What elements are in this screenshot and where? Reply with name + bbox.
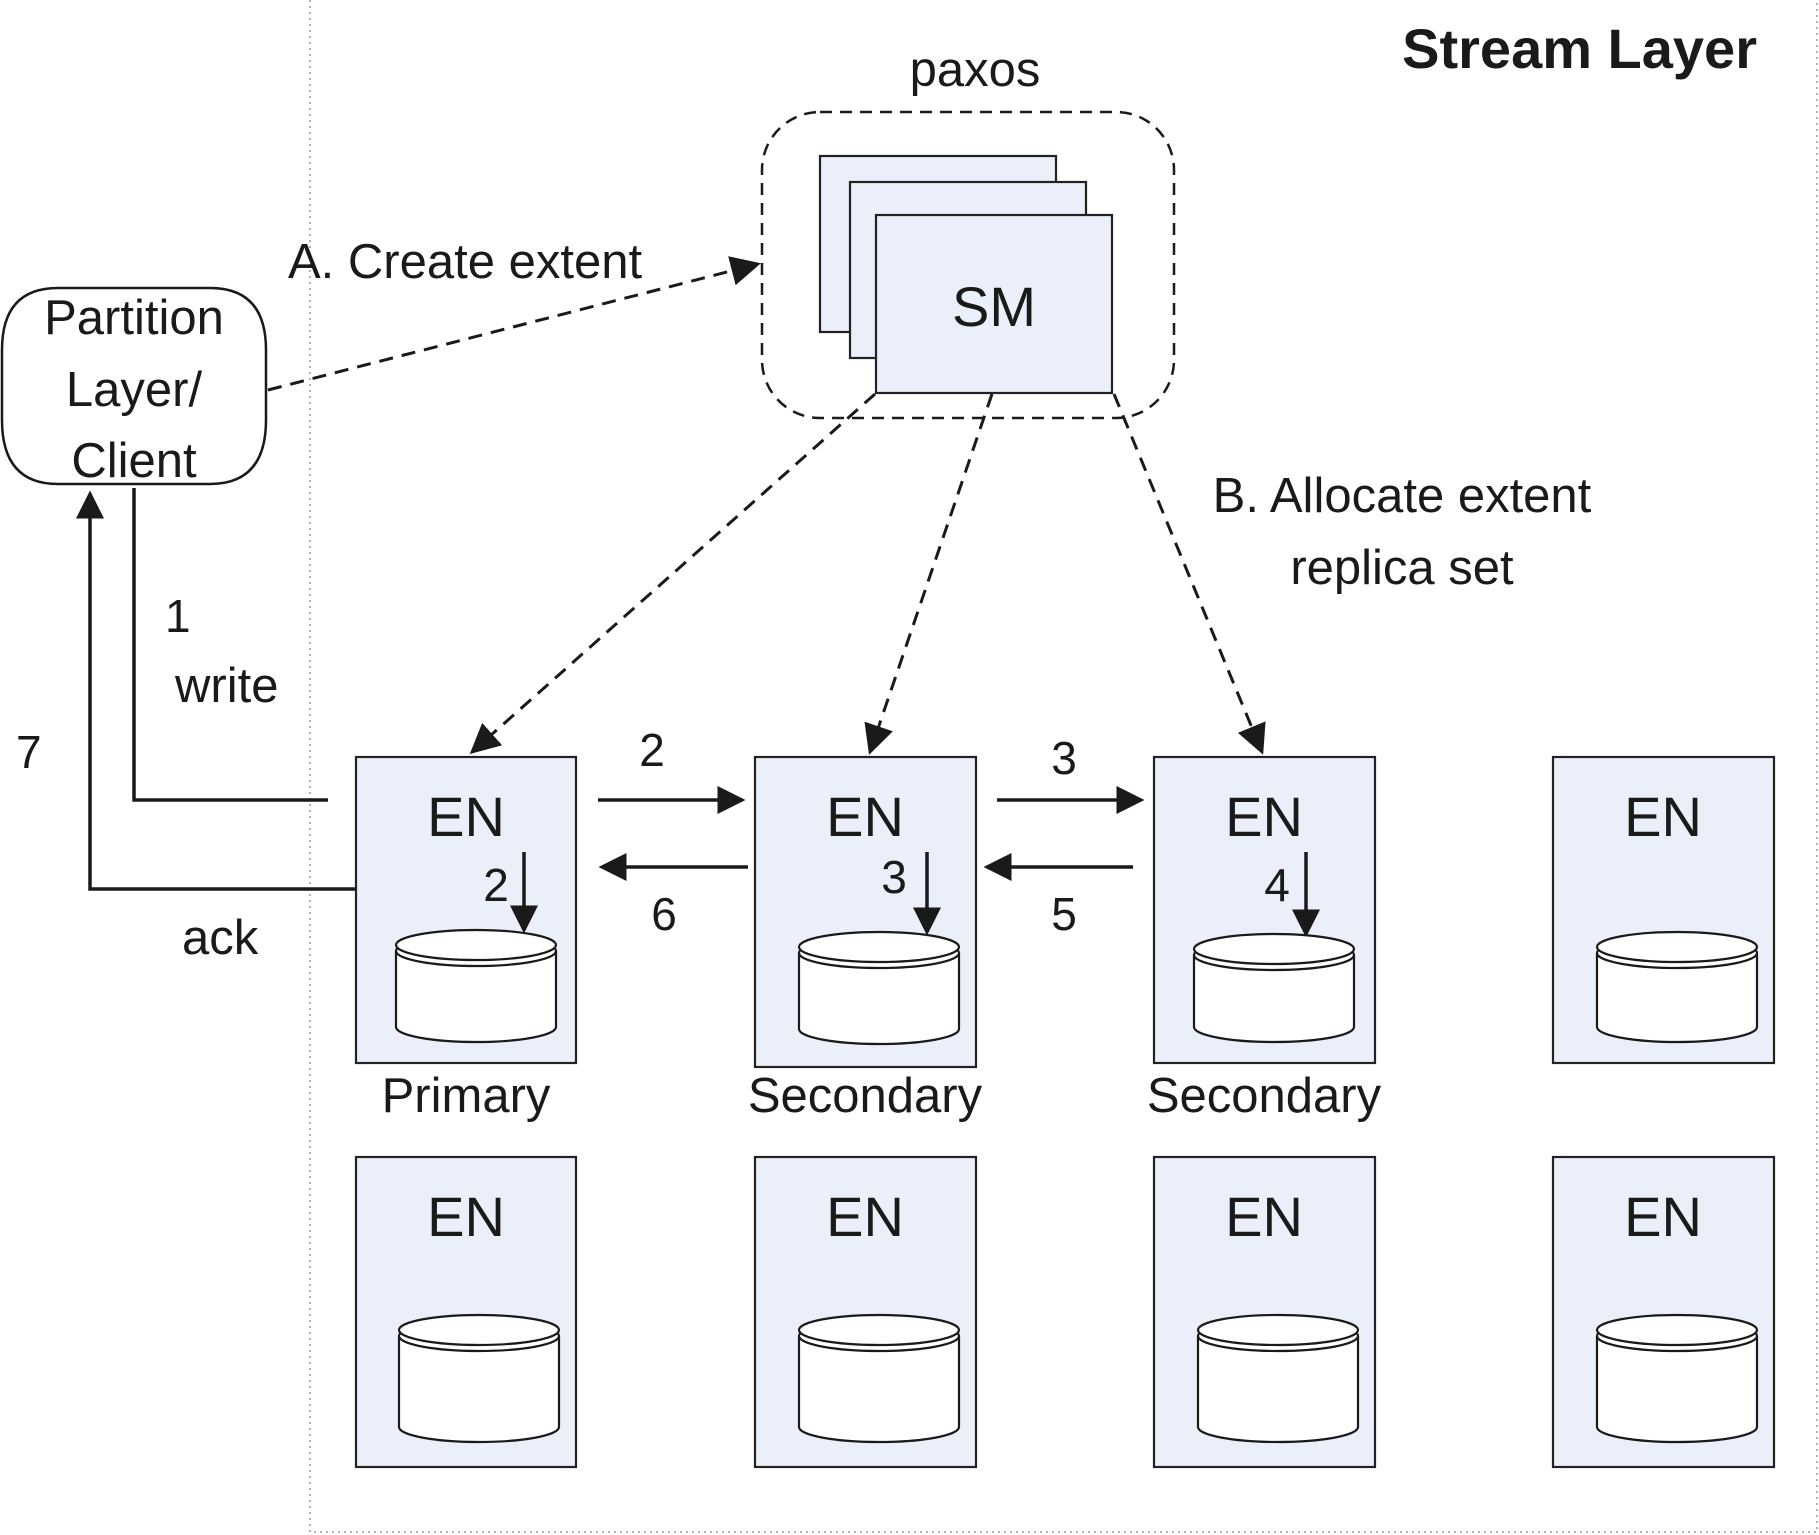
en-node-idle-r2c4: EN	[1551, 1155, 1776, 1469]
en-node-idle-r2c1: EN	[354, 1155, 578, 1469]
disk-icon	[1192, 932, 1356, 1044]
disk-write-step: 2	[483, 859, 509, 911]
back-step-6: 6	[651, 888, 677, 940]
allocate-label-line-1: B. Allocate extent	[1213, 469, 1592, 523]
en-label: EN	[1624, 1185, 1702, 1248]
back-step-5: 5	[1051, 888, 1077, 940]
client-label-line-3: Client	[71, 434, 197, 488]
stream-layer-title: Stream Layer	[1402, 17, 1757, 80]
create-extent-arrow	[267, 256, 761, 392]
disk-icon	[797, 930, 961, 1046]
stream-layer-boundary	[309, 0, 1818, 1533]
ack-label: ack	[182, 911, 259, 965]
en-node-secondary-1: EN 3	[753, 755, 978, 1069]
allocate-arrow-primary	[469, 392, 876, 754]
en-node-idle-r2c2: EN	[753, 1155, 978, 1469]
disk-write-step: 3	[881, 851, 907, 903]
disk-icon	[397, 1313, 561, 1444]
write-arrow	[132, 488, 328, 802]
client-box	[0, 286, 268, 486]
en-node-primary: EN 2	[354, 755, 578, 1065]
allocate-label-line-2: replica set	[1290, 541, 1514, 595]
paxos-group	[760, 110, 1176, 420]
sm-replica-front	[874, 213, 1114, 395]
en-label: EN	[826, 1185, 904, 1248]
allocate-arrow-secondary-2	[1112, 393, 1266, 755]
paxos-label: paxos	[910, 43, 1041, 97]
forward-step-3: 3	[1051, 732, 1077, 784]
forward-step-2: 2	[639, 724, 665, 776]
en-label: EN	[1225, 785, 1303, 848]
en-node-idle-r1c4: EN	[1551, 755, 1776, 1065]
role-label-secondary-1: Secondary	[748, 1069, 983, 1123]
create-extent-label: A. Create extent	[288, 235, 642, 289]
en-label: EN	[427, 785, 505, 848]
write-label: write	[174, 659, 278, 713]
role-label-primary: Primary	[382, 1069, 551, 1123]
en-label: EN	[1624, 785, 1702, 848]
en-label: EN	[427, 1185, 505, 1248]
client-label-line-1: Partition	[44, 291, 224, 345]
disk-icon	[797, 1313, 961, 1444]
write-step-number: 1	[165, 590, 191, 642]
role-label-secondary-2: Secondary	[1147, 1069, 1382, 1123]
allocate-arrow-secondary-1	[864, 393, 994, 755]
disk-icon	[1196, 1313, 1360, 1444]
ack-arrow	[76, 490, 356, 891]
en-label: EN	[826, 785, 904, 848]
client-label-line-2: Layer/	[66, 363, 203, 417]
en-label: EN	[1225, 1185, 1303, 1248]
sm-label: SM	[952, 275, 1036, 338]
disk-icon	[394, 928, 558, 1044]
disk-icon	[1595, 930, 1759, 1044]
ack-step-number: 7	[16, 726, 42, 778]
en-node-secondary-2: EN 4	[1152, 755, 1377, 1065]
en-node-idle-r2c3: EN	[1152, 1155, 1377, 1469]
disk-write-step: 4	[1264, 859, 1290, 911]
disk-icon	[1595, 1313, 1759, 1444]
